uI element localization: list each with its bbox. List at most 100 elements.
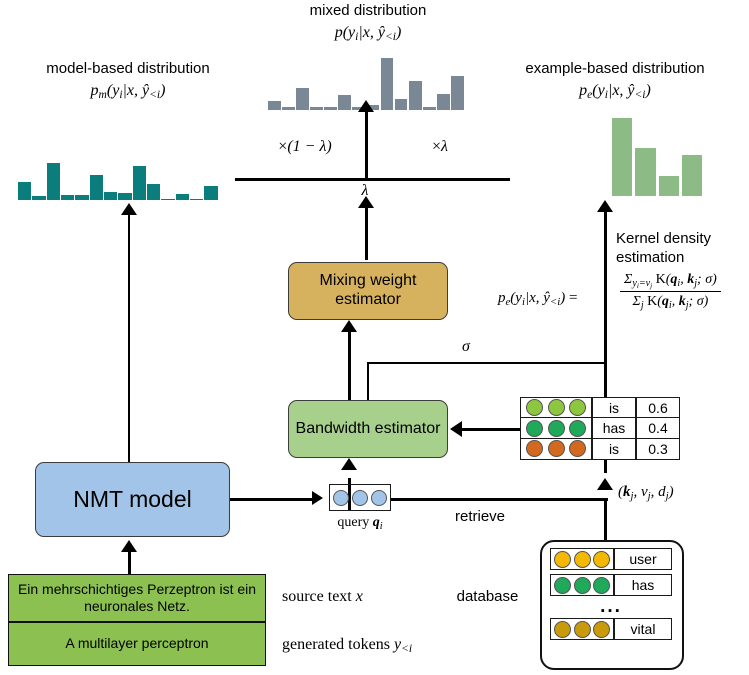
connector-source-to-nmt	[128, 552, 131, 574]
table-cell: vital	[614, 618, 672, 640]
histogram-bar	[61, 195, 75, 200]
sigma-label: σ	[462, 338, 470, 355]
key-dot	[553, 620, 571, 638]
histogram-bar	[394, 98, 408, 110]
query-label: query qi	[337, 515, 383, 532]
model-based-histogram	[18, 160, 218, 200]
list-item: vital	[550, 618, 672, 640]
histogram-bar	[296, 88, 309, 110]
histogram-bar	[635, 147, 656, 196]
arrow-to-mixed-hist	[358, 100, 374, 112]
sigma-drop-to-bandwidth	[367, 362, 369, 409]
key-dot	[569, 419, 587, 437]
key-dot	[569, 399, 587, 417]
example-based-distribution-formula: pe(yi|x, ŷ<i)	[579, 82, 651, 102]
source-text-label: source text x	[282, 588, 363, 605]
arrow-nmt-to-query	[312, 491, 323, 505]
mixed-distribution-formula: p(yi|x, ŷ<i)	[334, 24, 402, 44]
key-dot	[553, 576, 571, 594]
histogram-bar	[380, 58, 394, 110]
mixed-distribution-title: mixed distribution	[309, 2, 427, 19]
key-dots-cell	[550, 574, 614, 596]
key-dots-cell	[520, 417, 592, 440]
example-based-histogram	[612, 118, 702, 196]
kde-formula-lhs: pe(yi|x, ŷ<i) =	[498, 290, 578, 309]
bandwidth-estimator-box[interactable]: Bandwidth estimator	[288, 400, 448, 458]
kde-numerator: Σyi=vj K(qi, kj; σ)	[624, 272, 717, 290]
kde-title: Kernel density estimation	[616, 230, 712, 266]
connector-retrieved-bottom-stub	[604, 455, 607, 473]
model-based-distribution-title: model-based distribution	[46, 60, 210, 77]
key-dot	[573, 576, 591, 594]
arrow-bandwidth-to-mixing	[341, 320, 357, 332]
histogram-bar	[161, 198, 175, 200]
key-dot	[593, 576, 611, 594]
generated-tokens-box: A multilayer perceptron	[8, 622, 266, 666]
bandwidth-estimator-label: Bandwidth estimator	[295, 419, 441, 437]
histogram-bar	[46, 163, 60, 200]
arrow-nmt-to-model-hist	[121, 203, 137, 215]
arrow-mixing-to-lambda	[358, 196, 374, 208]
connector-nmt-to-model-hist	[128, 215, 130, 465]
key-dots-cell	[550, 548, 614, 570]
key-dot	[573, 620, 591, 638]
histogram-bar	[282, 107, 295, 110]
connector-query-to-bandwidth	[348, 478, 351, 510]
histogram-bar	[450, 75, 464, 110]
arrow-database-to-retrieved	[597, 478, 613, 490]
histogram-bar	[75, 195, 89, 200]
source-text-value: Ein mehrschichtiges Perzeptron ist ein n…	[17, 580, 257, 615]
histogram-bar	[132, 166, 146, 200]
histogram-bar	[147, 184, 161, 200]
key-dot	[593, 620, 611, 638]
kvd-tuple-label: (kj, vj, dj)	[618, 484, 674, 503]
histogram-bar	[190, 198, 204, 200]
query-dots	[330, 485, 390, 510]
table-cell: 0.3	[636, 437, 680, 460]
query-dot	[371, 489, 387, 506]
kde-denominator: Σj K(qi, kj; σ)	[620, 290, 721, 311]
key-dots-cell	[550, 618, 614, 640]
histogram-bar	[681, 155, 702, 196]
list-item: user	[550, 548, 672, 570]
generated-tokens-value: A multilayer perceptron	[65, 635, 209, 652]
connector-table-to-example-hist	[604, 212, 607, 400]
histogram-bar	[310, 106, 324, 110]
histogram-bar	[175, 194, 189, 200]
example-based-distribution-title: example-based distribution	[525, 60, 705, 77]
ellipsis: ...	[600, 596, 622, 617]
key-dot	[553, 550, 571, 568]
histogram-bar	[18, 181, 32, 200]
histogram-bar	[422, 107, 436, 110]
histogram-bar	[204, 185, 218, 200]
arrow-table-to-bandwidth	[450, 421, 462, 437]
generated-tokens-label: generated tokens y<i	[282, 636, 413, 656]
histogram-bar	[32, 196, 46, 200]
connector-nmt-to-query	[230, 498, 315, 501]
key-dot	[525, 440, 543, 458]
nmt-model-box[interactable]: NMT model	[35, 462, 230, 537]
table-cell: 0.6	[636, 396, 680, 419]
mixing-weight-estimator-box[interactable]: Mixing weight estimator	[288, 262, 448, 320]
histogram-bar	[612, 118, 633, 196]
histogram-bar	[89, 175, 103, 200]
arrow-query-to-bandwidth	[341, 458, 357, 470]
table-cell: 0.4	[636, 417, 680, 440]
model-based-distribution-formula: pm(yi|x, ŷ<i)	[90, 82, 166, 102]
mixing-weight-estimator-label: Mixing weight estimator	[319, 272, 417, 308]
connector-mixing-to-lambda	[365, 205, 368, 260]
query-dot	[333, 489, 349, 506]
kde-formula-fraction: Σyi=vj K(qi, kj; σ) Σj K(qi, kj; σ)	[620, 272, 721, 311]
key-dots-cell	[520, 396, 592, 419]
query-dot	[352, 489, 368, 506]
key-dot	[569, 440, 587, 458]
sigma-horizontal-line	[367, 362, 606, 364]
connector-bandwidth-to-mixing	[348, 332, 351, 400]
key-dot	[573, 550, 591, 568]
histogram-bar	[324, 106, 338, 110]
table-cell: is	[592, 437, 636, 460]
